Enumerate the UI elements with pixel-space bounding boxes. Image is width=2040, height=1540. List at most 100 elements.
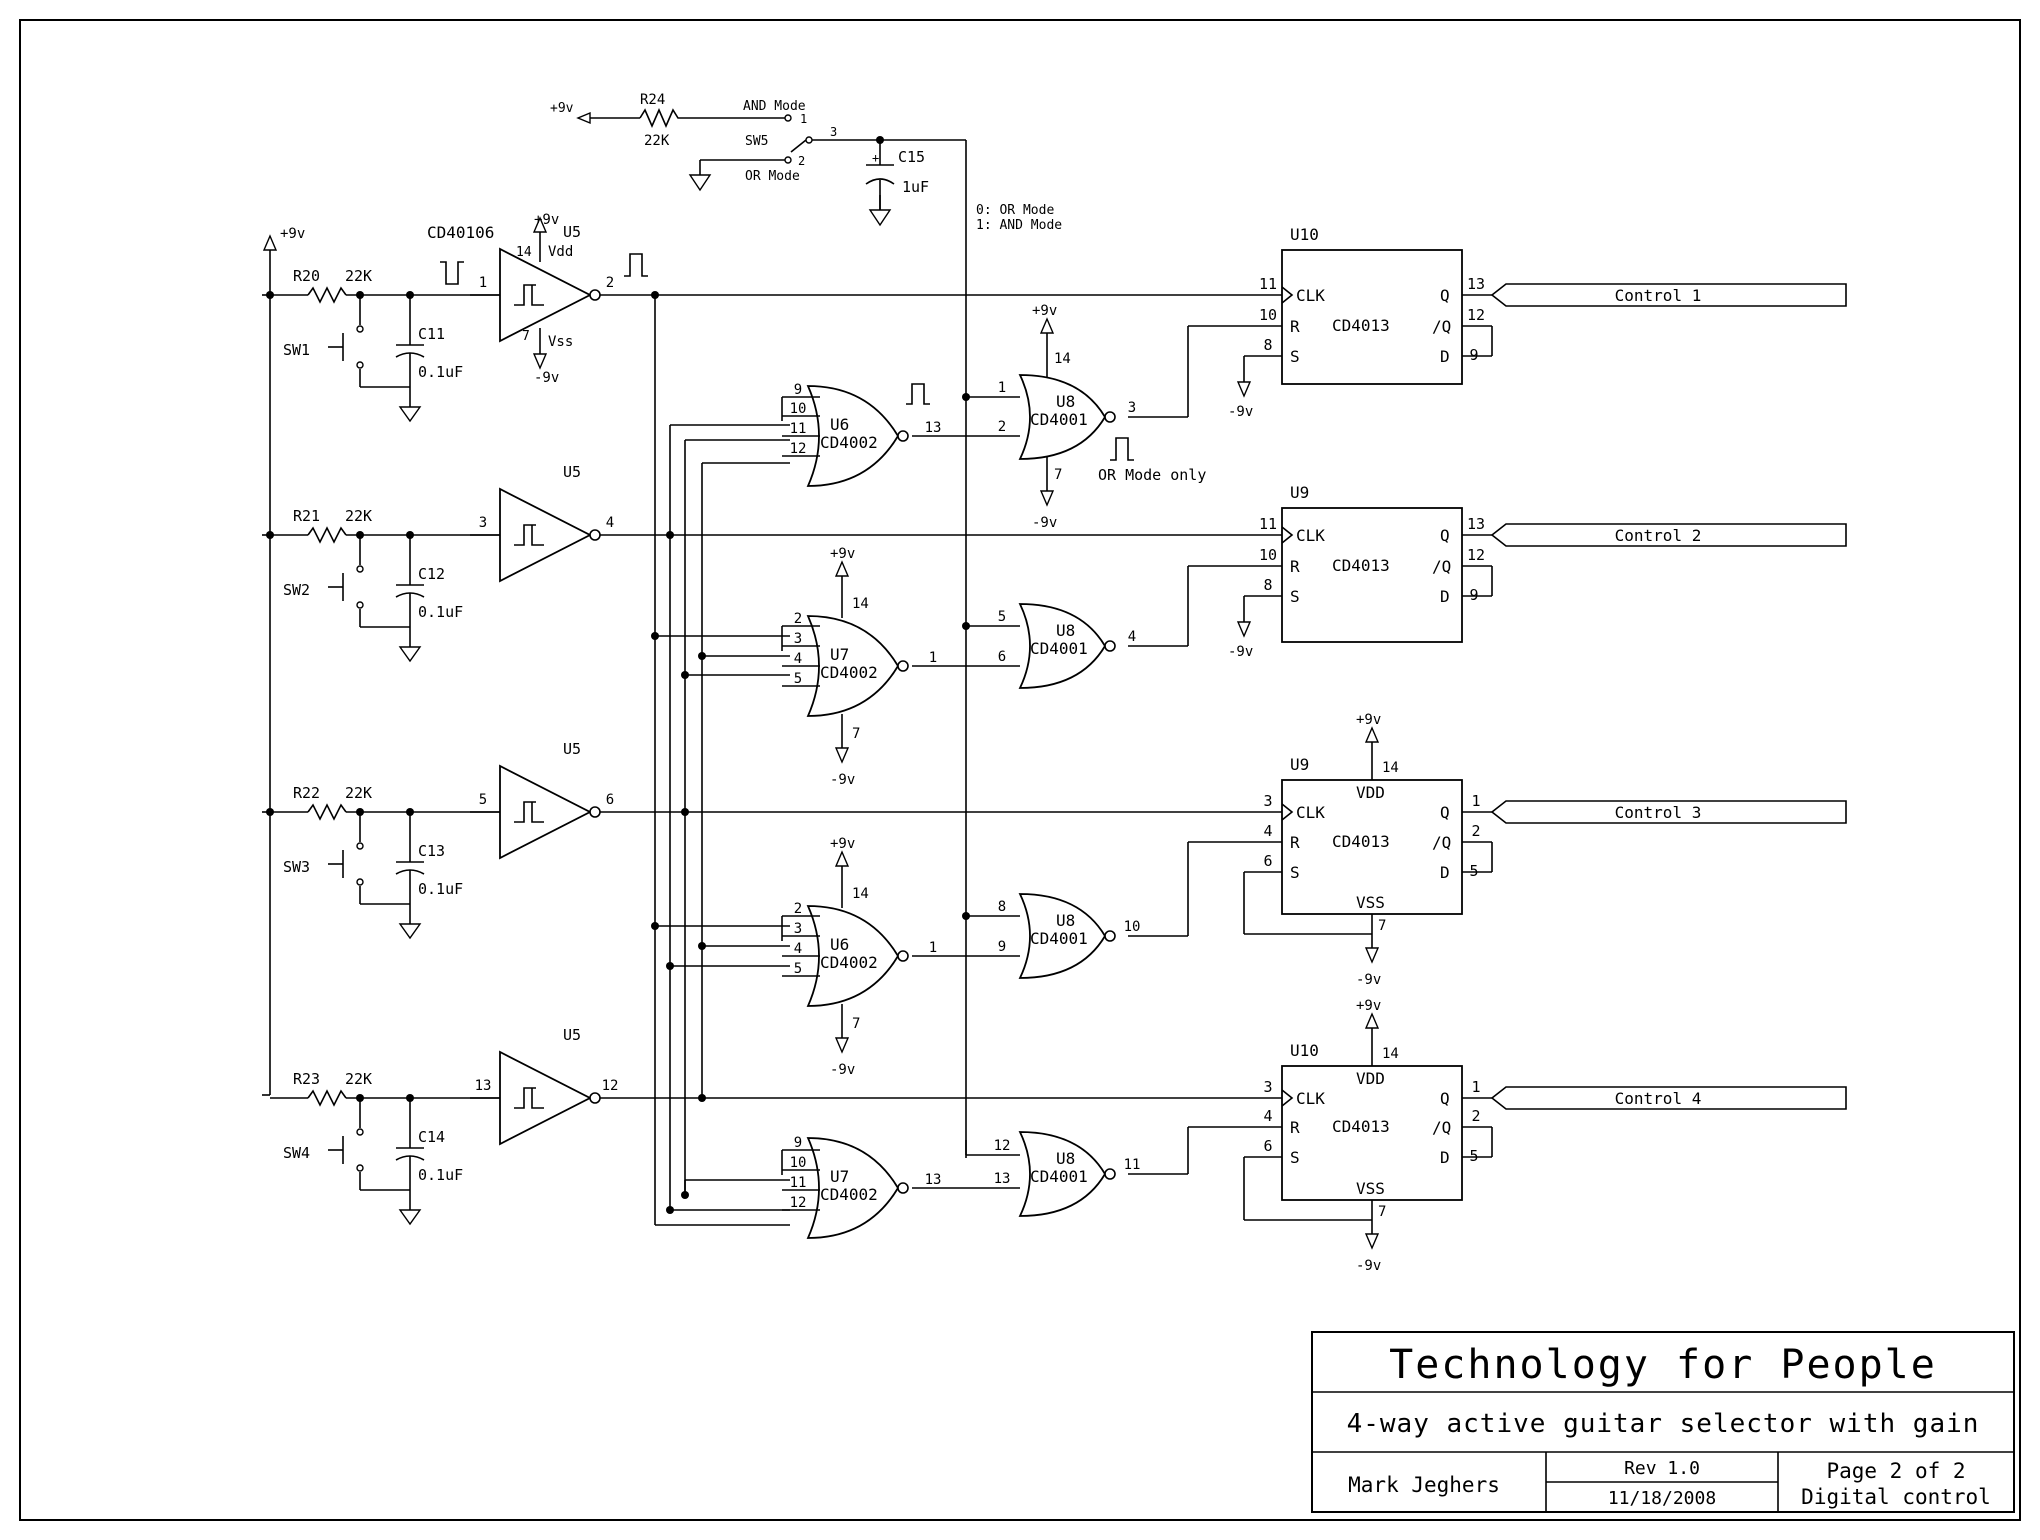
ff-q-pin: 1 xyxy=(1471,792,1480,810)
gate-pin: 11 xyxy=(790,421,807,437)
ff-d-label: D xyxy=(1440,863,1450,882)
vcc-arrow-icon xyxy=(834,560,850,577)
ff-r-label: R xyxy=(1290,317,1300,336)
schmitt-ref: U5 xyxy=(563,1026,581,1044)
page-number: Page 2 of 2 xyxy=(1826,1459,1965,1483)
r24-resistor-icon xyxy=(639,108,682,128)
gate-part: CD4001 xyxy=(1030,410,1088,429)
flipflop-body xyxy=(1281,249,1463,385)
ff-vss-label: VSS xyxy=(1356,893,1385,912)
cap-ref: C12 xyxy=(418,565,445,583)
ff-vdd-pin: 14 xyxy=(1382,760,1399,776)
ff-qn-pin: 12 xyxy=(1467,306,1485,324)
clock-edge-icon xyxy=(1281,803,1294,821)
resistor-icon xyxy=(307,1089,347,1107)
schmitt-inverter xyxy=(499,764,592,860)
junction-dot xyxy=(651,632,659,640)
gate-pin: 10 xyxy=(790,401,807,417)
ff-vdd-supply: +9v xyxy=(1356,998,1381,1014)
resistor-icon xyxy=(307,286,347,304)
ff-qn-pin: 2 xyxy=(1471,1107,1480,1125)
ff-q-pin: 13 xyxy=(1467,515,1485,533)
gate-vss-supply: -9v xyxy=(830,772,855,788)
mode-note-line1: 0: OR Mode xyxy=(976,203,1054,218)
ff-vss-supply: -9v xyxy=(1356,972,1381,988)
r24-ref: R24 xyxy=(640,92,665,108)
vee-arrow-icon xyxy=(1364,1233,1380,1250)
ff-s-pin: 8 xyxy=(1263,576,1272,594)
gate-part: CD4001 xyxy=(1030,1167,1088,1186)
switch-ref: SW3 xyxy=(283,858,310,876)
title-block: Technology for People 4-way active guita… xyxy=(1311,1331,2015,1513)
ff-q-label: Q xyxy=(1440,1089,1450,1108)
schmitt-vss-supply: -9v xyxy=(534,370,559,386)
ff-d-pin: 5 xyxy=(1469,1147,1478,1165)
svg-text:+: + xyxy=(872,151,879,165)
switch-ref: SW4 xyxy=(283,1144,310,1162)
junction-dot xyxy=(681,1191,689,1199)
ff-clk-pin: 3 xyxy=(1263,1078,1272,1096)
nor2-gate-body xyxy=(1018,603,1107,689)
vee-arrow-icon xyxy=(532,353,548,370)
or-mode-only-note: OR Mode only xyxy=(1098,466,1206,484)
gate-out-pin: 3 xyxy=(1128,400,1136,416)
control-label: Control 4 xyxy=(1615,1089,1702,1108)
ff-r-label: R xyxy=(1290,557,1300,576)
mode-vcc-label: +9v xyxy=(550,101,574,116)
junction-dot xyxy=(962,622,970,630)
gate-part: CD4002 xyxy=(820,663,878,682)
resistor-ref: R23 xyxy=(293,1070,320,1088)
schmitt-vss-pin: 7 xyxy=(522,329,530,344)
vee-arrow-icon xyxy=(834,747,850,764)
gate-pin: 13 xyxy=(994,1171,1011,1187)
gate-pin: 2 xyxy=(794,901,802,917)
ground-icon xyxy=(688,174,712,192)
junction-dot xyxy=(681,808,689,816)
ff-r-pin: 4 xyxy=(1263,1107,1272,1125)
ff-d-pin: 9 xyxy=(1469,586,1478,604)
gate-vdd-pin: 14 xyxy=(852,596,869,612)
gate-pin: 3 xyxy=(794,921,802,937)
r24-value: 22K xyxy=(644,133,670,149)
ff-vdd-label: VDD xyxy=(1356,783,1385,802)
date: 11/18/2008 xyxy=(1608,1488,1716,1509)
ground-icon xyxy=(398,646,422,663)
gate-vdd-supply: +9v xyxy=(830,836,855,852)
gate-out-pin: 13 xyxy=(925,1172,942,1188)
schmitt-vdd-label: Vdd xyxy=(548,244,573,260)
ff-s-label: S xyxy=(1290,347,1300,366)
clock-edge-icon xyxy=(1281,526,1294,544)
nor2-gate-body xyxy=(1018,893,1107,979)
resistor-value: 22K xyxy=(345,1070,372,1088)
author-name: Mark Jeghers xyxy=(1348,1473,1500,1497)
junction-dot xyxy=(266,291,274,299)
control-output-tag xyxy=(1490,800,1847,824)
ff-part: CD4013 xyxy=(1332,1117,1390,1136)
ff-qn-pin: 2 xyxy=(1471,822,1480,840)
vcc-arrow-icon xyxy=(576,111,591,125)
cap-value: 0.1uF xyxy=(418,1166,463,1184)
ff-part: CD4013 xyxy=(1332,556,1390,575)
switch-ref: SW2 xyxy=(283,581,310,599)
vcc-arrow-icon xyxy=(1039,317,1055,334)
junction-dot xyxy=(406,808,414,816)
flipflop-body xyxy=(1281,779,1463,915)
project-title: 4-way active guitar selector with gain xyxy=(1347,1409,1980,1439)
sw5-lever-icon xyxy=(790,139,807,153)
schmitt-pin-out: 6 xyxy=(606,792,614,808)
cap-ref: C14 xyxy=(418,1128,445,1146)
schmitt-pin-in: 3 xyxy=(479,515,487,531)
wiring xyxy=(262,117,1282,1226)
vee-arrow-icon xyxy=(834,1037,850,1054)
mode-select: +9v R24 22K AND Mode 1 SW5 2 OR Mode 3 +… xyxy=(550,92,1062,233)
ff-qn-label: /Q xyxy=(1432,833,1451,852)
gate-pin: 1 xyxy=(998,380,1006,396)
ground-icon xyxy=(398,923,422,940)
cap-value: 0.1uF xyxy=(418,603,463,621)
ff-d-label: D xyxy=(1440,1148,1450,1167)
gate-out-pin: 10 xyxy=(1124,919,1141,935)
nor2-gate-body xyxy=(1018,1131,1107,1217)
resistor-ref: R20 xyxy=(293,267,320,285)
